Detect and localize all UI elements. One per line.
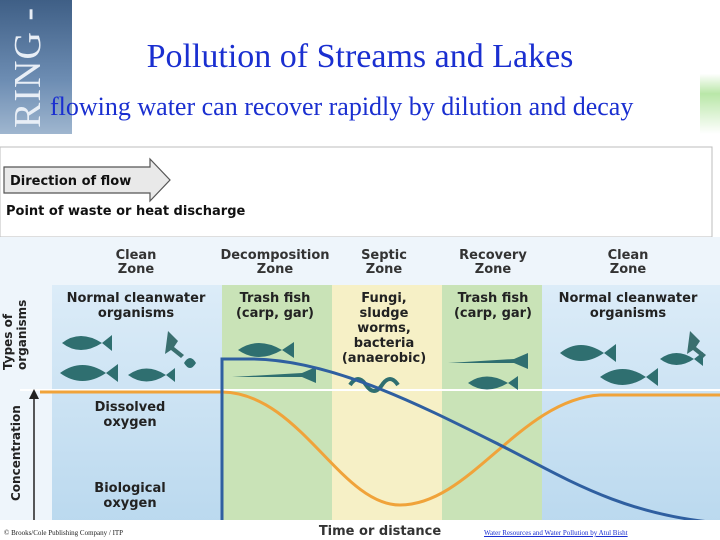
zone-1-subtitle: Zone	[118, 262, 155, 277]
curve-labels: Dissolved oxygen Biological oxygen	[94, 400, 165, 511]
zone-3-organisms-line-4: bacteria	[354, 336, 414, 351]
fish-icon	[60, 364, 118, 382]
decomposition-zone-column	[222, 285, 332, 535]
zone-1-organisms-line-1: Normal cleanwater	[67, 291, 206, 306]
bod-label-line-1: Biological	[94, 481, 165, 496]
x-axis-strip	[0, 520, 720, 540]
slide-side-band	[0, 0, 72, 134]
zone-3-organisms-line-1: Fungi,	[361, 291, 406, 306]
zone-2-title: Decomposition	[220, 248, 329, 263]
zone-5-organisms-line-1: Normal cleanwater	[559, 291, 698, 306]
septic-zone-column	[332, 285, 442, 535]
flow-label: Direction of flow	[10, 174, 131, 189]
zone-2-subtitle: Zone	[257, 262, 294, 277]
dissolved-oxygen-label-line-1: Dissolved	[95, 400, 166, 415]
biological-oxygen-demand-curve	[40, 357, 720, 525]
dissolved-oxygen-curve	[40, 390, 720, 507]
zone-3-organisms-line-3: worms,	[357, 321, 411, 336]
slide-title: Pollution of Streams and Lakes	[146, 38, 574, 75]
fish-icon	[238, 342, 294, 358]
zone-5-organisms-line-2: organisms	[590, 306, 666, 321]
fish-icons	[60, 331, 706, 393]
zone-5-subtitle: Zone	[610, 262, 647, 277]
dissolved-oxygen-label-line-2: oxygen	[103, 415, 156, 430]
slide-subtitle: flowing water can recover rapidly by dil…	[50, 92, 634, 121]
fish-icon	[660, 352, 703, 366]
zone-3-title: Septic	[361, 248, 407, 263]
y-axis-label-bottom: Concentration	[9, 405, 23, 501]
recovery-zone-column	[442, 285, 542, 535]
worm-icon	[348, 377, 400, 393]
gar-icon	[232, 367, 316, 383]
zone-4-title: Recovery	[459, 248, 527, 263]
insect-larva-icon	[184, 358, 196, 368]
pollution-diagram: Direction of flow Point of waste or heat…	[0, 146, 720, 540]
zone-2-organisms-line-2: (carp, gar)	[236, 306, 314, 321]
y-axis-label-top-line-1: Types of	[1, 313, 15, 370]
zone-4-organisms-line-1: Trash fish	[458, 291, 529, 306]
crayfish-icon	[165, 331, 184, 358]
clean-zone-1-column	[52, 285, 222, 535]
zone-2-organisms-line-1: Trash fish	[240, 291, 311, 306]
crayfish-icon	[687, 331, 706, 358]
fish-icon	[128, 368, 175, 382]
zone-4-subtitle: Zone	[475, 262, 512, 277]
bod-label-line-2: oxygen	[103, 496, 156, 511]
discharge-label: Point of waste or heat discharge	[6, 204, 246, 219]
fish-icon	[62, 335, 112, 351]
zone-3-organisms-line-2: sludge	[360, 306, 409, 321]
clean-zone-2-column	[542, 285, 720, 535]
y-axis-arrowhead	[29, 389, 39, 399]
zone-1-organisms-line-2: organisms	[98, 306, 174, 321]
zone-headers: Clean Zone Decomposition Zone Septic Zon…	[116, 248, 649, 277]
gar-icon	[448, 353, 528, 369]
source-link[interactable]: Water Resources and Water Pollution by A…	[484, 529, 628, 537]
organism-labels: Normal cleanwater organisms Trash fish (…	[67, 291, 698, 366]
fish-icon	[560, 344, 616, 362]
zone-3-subtitle: Zone	[366, 262, 403, 277]
fish-icon	[600, 368, 658, 386]
slide-right-band	[700, 0, 720, 134]
zone-5-title: Clean	[608, 248, 649, 263]
x-axis-label: Time or distance	[319, 524, 442, 539]
zone-1-title: Clean	[116, 248, 157, 263]
y-axis-label-top-line-2: organisms	[15, 300, 29, 370]
copyright-footer: © Brooks/Cole Publishing Company / ITP	[4, 529, 124, 537]
zone-4-organisms-line-2: (carp, gar)	[454, 306, 532, 321]
axis-labels: Types of organisms Concentration	[1, 300, 29, 501]
flow-arrow	[3, 157, 171, 203]
fish-icon	[468, 376, 518, 390]
zone-3-organisms-line-5: (anaerobic)	[342, 351, 426, 366]
